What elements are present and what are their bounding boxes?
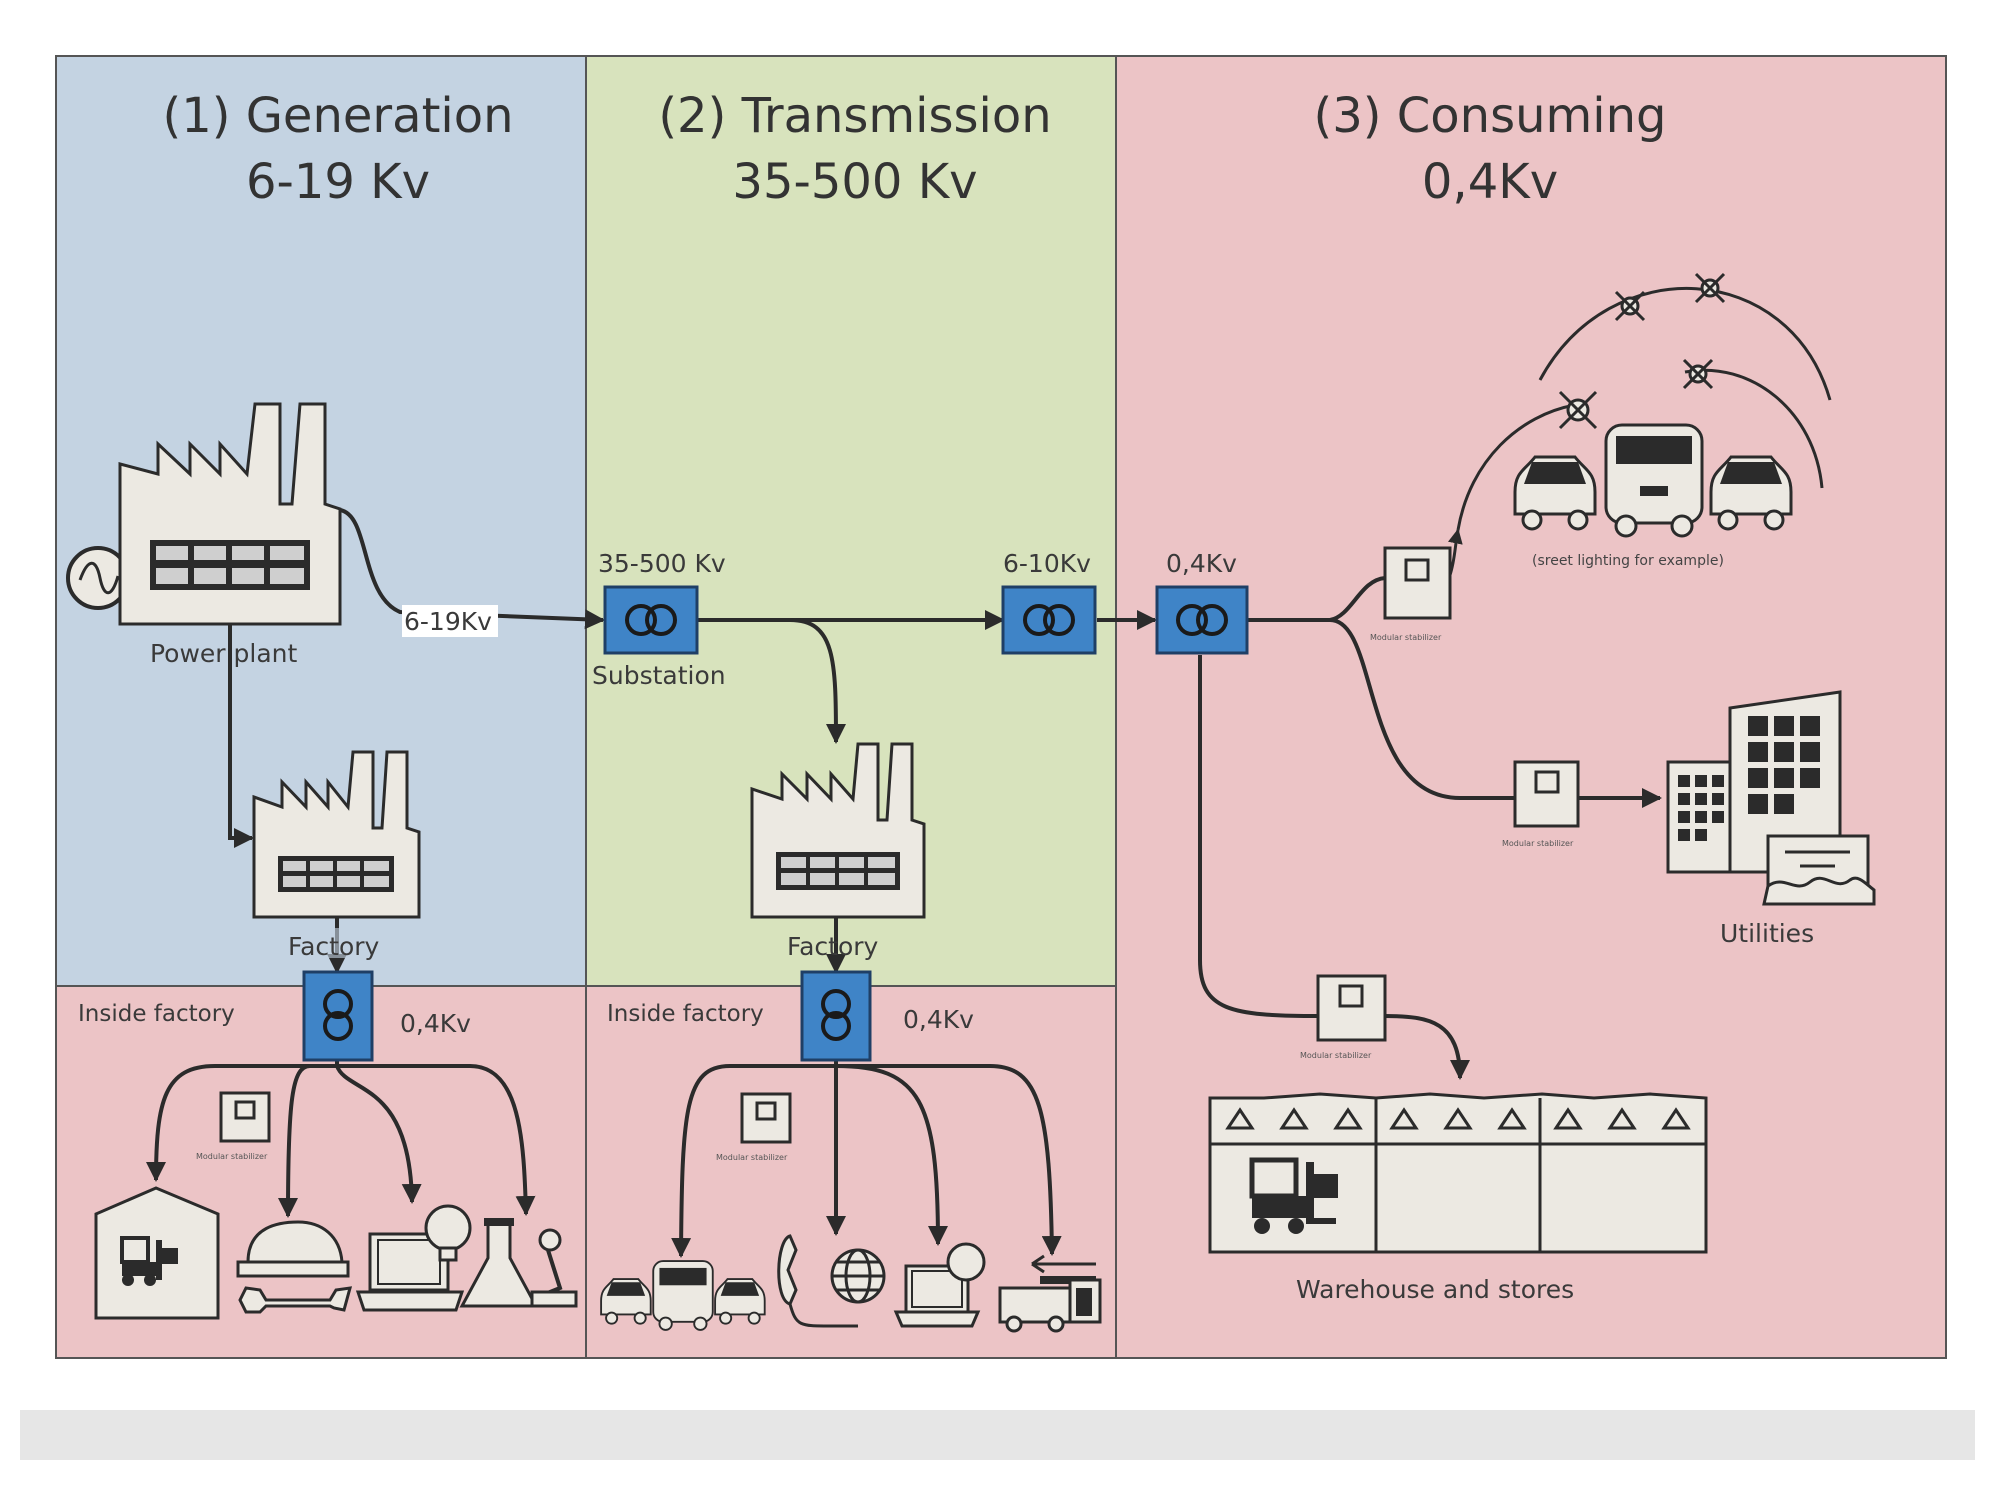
gen-output-voltage: 6-19Kv xyxy=(404,607,492,636)
bus-icon xyxy=(1604,423,1704,538)
power-lines xyxy=(146,287,1832,1258)
stabilizer-icon xyxy=(1513,760,1580,828)
laptop-icon xyxy=(893,1242,986,1328)
consuming-title: (3) Consuming xyxy=(1314,88,1667,144)
utilities-label: Utilities xyxy=(1720,919,1814,948)
warehouse-label: Warehouse and stores xyxy=(1296,1275,1574,1304)
inside-factory-1-label: Inside factory xyxy=(78,1001,235,1027)
globe-icon xyxy=(830,1248,886,1304)
substation-transformer-icon xyxy=(603,585,699,655)
step-down-voltage: 6-10Kv xyxy=(1003,549,1091,578)
truck-icon xyxy=(998,1254,1102,1333)
factory-icon xyxy=(252,750,421,919)
stabilizer-icon xyxy=(740,1092,792,1144)
factory-1-label: Factory xyxy=(288,932,380,961)
consumer-voltage: 0,4Kv xyxy=(1166,549,1237,578)
stabilizer-label-4: Modular stabilizer xyxy=(1502,839,1574,848)
car-icon xyxy=(1513,455,1597,531)
stabilizer-label-1: Modular stabilizer xyxy=(196,1152,268,1161)
transmission-voltage: 35-500 Kv xyxy=(732,154,977,210)
laptop-icon xyxy=(355,1204,472,1312)
street-lighting-label: (sreet lighting for example) xyxy=(1532,553,1724,569)
factory-transformer-icon xyxy=(302,970,374,1062)
phone-icon xyxy=(777,1234,858,1328)
consumer-transformer-icon xyxy=(1155,585,1249,655)
car-icon xyxy=(714,1278,766,1325)
car-icon xyxy=(1709,455,1793,531)
power-plant-label: Power plant xyxy=(150,639,298,668)
lab-icon xyxy=(459,1218,578,1308)
stabilizer-label-2: Modular stabilizer xyxy=(716,1153,788,1162)
street-lamp-icon xyxy=(1558,272,1726,430)
bus-icon xyxy=(652,1260,714,1331)
stabilizer-label-5: Modular stabilizer xyxy=(1300,1051,1372,1060)
office-building-icon xyxy=(1666,690,1876,906)
generation-title: (1) Generation xyxy=(162,88,513,144)
inside-factory-2-label: Inside factory xyxy=(607,1001,764,1027)
forklift-icon xyxy=(1249,1157,1338,1234)
factory-2-voltage: 0,4Kv xyxy=(903,1005,974,1034)
factory-1-voltage: 0,4Kv xyxy=(400,1009,471,1038)
power-plant-icon xyxy=(118,402,342,626)
consuming-voltage: 0,4Kv xyxy=(1422,154,1558,210)
stabilizer-icon xyxy=(219,1091,271,1143)
stabilizer-icon xyxy=(1316,974,1387,1042)
substation-label: Substation xyxy=(592,661,726,690)
car-icon xyxy=(600,1278,652,1325)
factory-transformer-icon xyxy=(800,970,872,1062)
step-down-transformer-icon xyxy=(1001,585,1097,655)
warehouse-icon xyxy=(1208,1092,1708,1254)
generation-voltage: 6-19 Kv xyxy=(246,154,430,210)
stabilizer-icon xyxy=(1383,546,1452,620)
stabilizer-label-3: Modular stabilizer xyxy=(1370,633,1442,642)
tools-icon xyxy=(236,1220,353,1314)
factory-2-label: Factory xyxy=(787,932,879,961)
factory-icon xyxy=(750,742,926,919)
forklift-icon xyxy=(120,1236,178,1286)
substation-voltage: 35-500 Kv xyxy=(598,549,726,578)
transmission-title: (2) Transmission xyxy=(658,88,1051,144)
